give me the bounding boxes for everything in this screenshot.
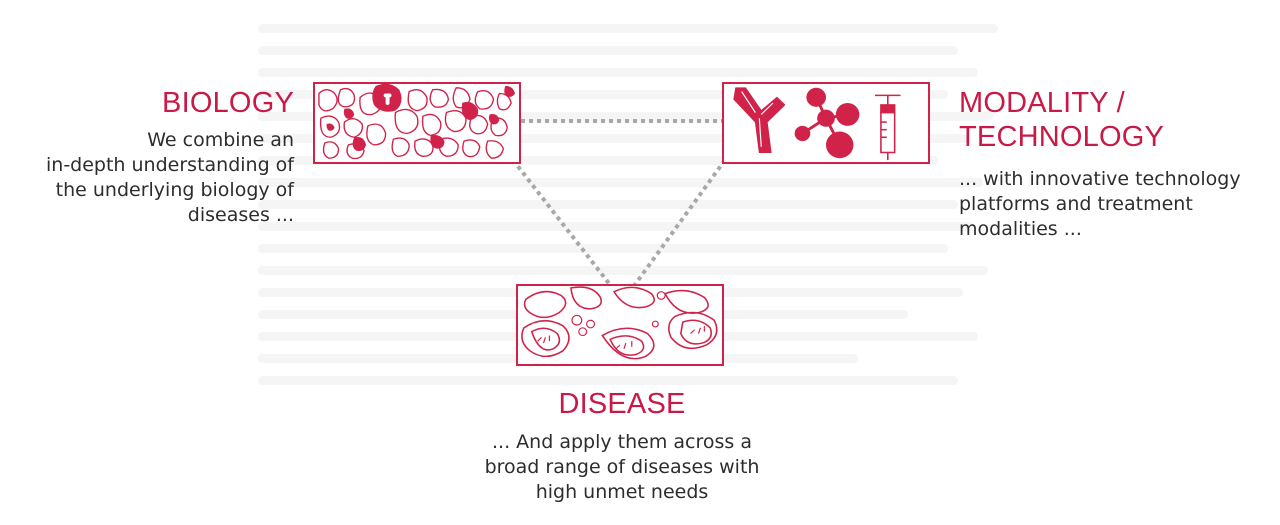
diseased-cells-illustration-icon <box>516 284 724 366</box>
background-text-line <box>258 24 998 33</box>
disease-description-line: high unmet needs <box>535 481 709 503</box>
background-text-line <box>258 68 978 77</box>
background-text-line <box>258 244 948 253</box>
disease-description: ... And apply them across a broad range … <box>420 430 824 505</box>
disease-title: DISEASE <box>558 388 686 420</box>
biology-description-line: in-depth understanding of <box>46 154 294 176</box>
biology-description-line: the underlying biology of <box>55 179 294 201</box>
background-text-line <box>258 266 988 275</box>
background-text-line <box>258 112 993 121</box>
modality-title-line: MODALITY / <box>959 87 1125 119</box>
modality-description-line: ... with innovative technology <box>959 168 1241 190</box>
modality-description-line: platforms and treatment <box>959 193 1193 215</box>
background-text-line <box>258 222 973 231</box>
disease-description-line: ... And apply them across a <box>492 431 752 453</box>
disease-description-line: broad range of diseases with <box>484 456 760 478</box>
biology-title: BIOLOGY <box>162 87 294 119</box>
connector-biology-disease <box>511 158 613 288</box>
background-text-line <box>258 134 968 143</box>
biology-description-line: diseases ... <box>187 204 294 226</box>
background-text-line <box>258 46 958 55</box>
background-text-line <box>258 200 958 209</box>
biology-description-line: We combine an <box>147 129 294 151</box>
connector-modality-disease <box>632 158 727 288</box>
modality-description-line: modalities ... <box>959 218 1082 240</box>
modality-technology-title: MODALITY / TECHNOLOGY <box>959 86 1219 154</box>
background-text-line <box>258 156 938 165</box>
background-text-line <box>258 376 958 385</box>
biology-description: We combine an in-depth understanding of … <box>20 128 294 228</box>
background-text-line <box>258 178 983 187</box>
modality-title-line: TECHNOLOGY <box>959 121 1165 153</box>
modality-description: ... with innovative technology platforms… <box>959 167 1269 242</box>
cell-tissue-illustration-icon <box>313 82 521 164</box>
background-text-line <box>258 90 948 99</box>
antibody-molecule-syringe-icon <box>722 82 930 164</box>
